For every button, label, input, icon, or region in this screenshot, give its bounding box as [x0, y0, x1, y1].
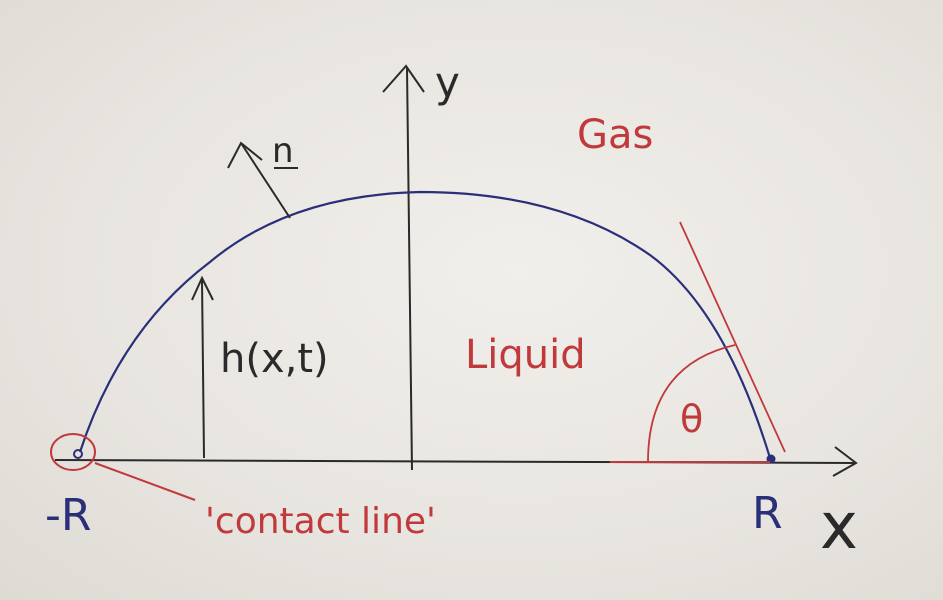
liquid-label: Liquid — [465, 332, 586, 378]
x-axis-label: x — [820, 490, 858, 564]
height-label: h(x,t) — [220, 336, 329, 382]
contact-line-label: 'contact line' — [205, 501, 436, 542]
height-arrowhead — [191, 275, 214, 301]
droplet-interface-curve — [78, 190, 772, 459]
left-contact-point — [73, 449, 83, 459]
contact-angle-label: θ — [680, 397, 703, 441]
contact-angle-arc — [647, 344, 736, 463]
normal-vector-line — [240, 142, 291, 219]
height-arrow-line — [201, 279, 205, 459]
y-axis-line — [406, 67, 413, 471]
contact-line-pointer — [94, 462, 196, 501]
y-axis-arrowhead — [382, 64, 425, 93]
gas-label: Gas — [577, 112, 653, 158]
normal-vector-arrowhead — [227, 141, 263, 169]
x-axis-arrowhead — [832, 446, 858, 477]
left-point-label: -R — [45, 490, 91, 541]
tangent-line — [679, 221, 786, 453]
y-axis-label: y — [435, 58, 460, 107]
normal-vector-label: n — [272, 131, 294, 171]
contact-line-circle — [50, 433, 96, 471]
right-point-label: R — [752, 488, 783, 539]
